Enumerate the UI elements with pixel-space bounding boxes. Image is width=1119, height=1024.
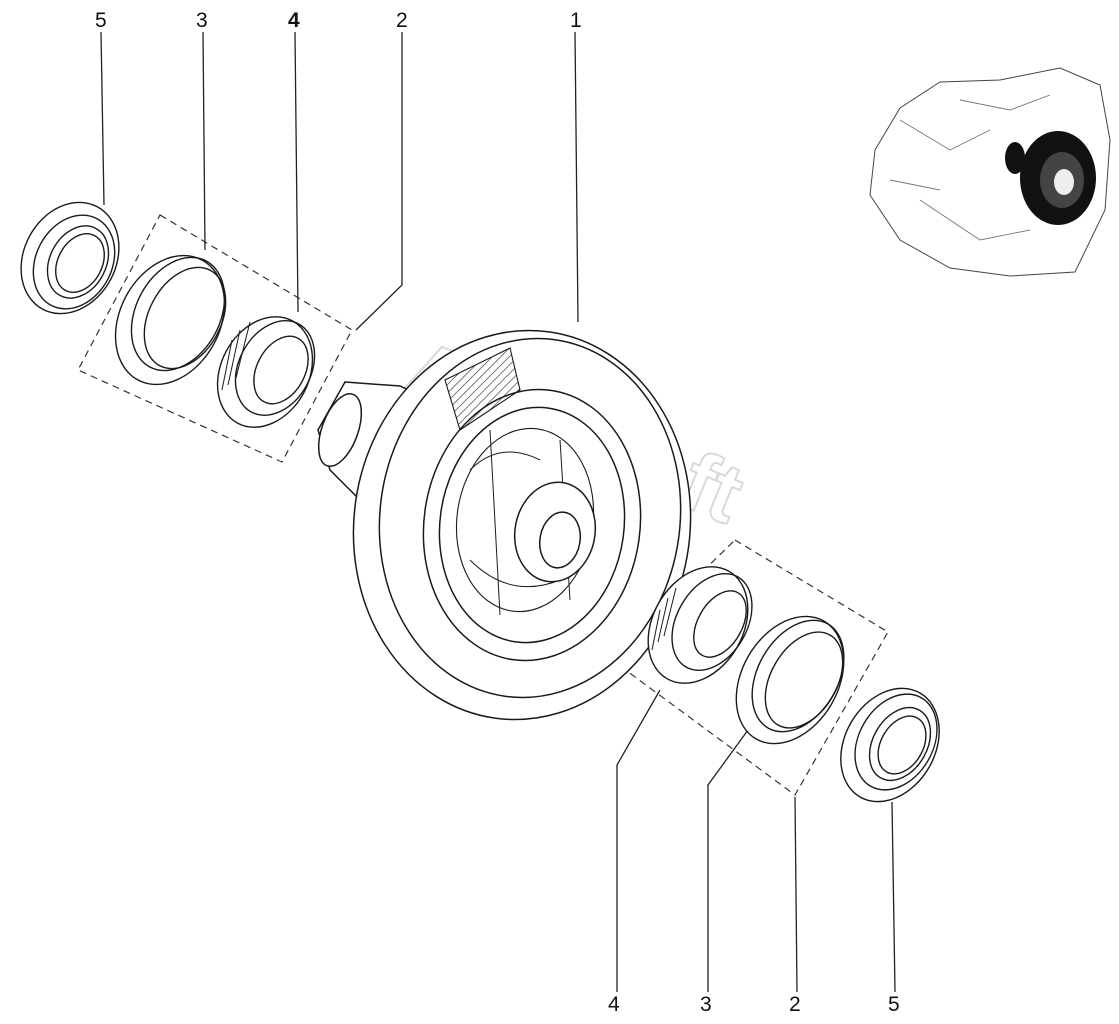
callout-oil-seal-right: 5 (888, 993, 900, 1016)
leader-lines (100, 31, 896, 993)
callout-bearing-kit-left: 2 (396, 9, 408, 32)
differential-assembly (317, 329, 692, 721)
callout-taper-bearing-left: 4 (288, 9, 300, 32)
gearbox-locator-thumbnail (869, 67, 1111, 277)
taper-bearing-left (216, 316, 316, 428)
oil-seal-right (840, 687, 940, 803)
bearing-cup-right (735, 615, 845, 745)
callout-bearing-kit-right: 2 (789, 993, 801, 1016)
bearing-cup-left (114, 254, 227, 386)
bearing-group-box-left (77, 214, 353, 463)
callout-taper-bearing-right: 4 (608, 993, 620, 1016)
callout-bearing-cup-right: 3 (700, 993, 712, 1016)
taper-bearing-right (647, 566, 753, 684)
callout-bearing-cup-left: 3 (196, 9, 208, 32)
callout-differential: 1 (570, 9, 582, 32)
oil-seal-left (20, 201, 120, 315)
callout-oil-seal-left: 5 (95, 9, 107, 32)
